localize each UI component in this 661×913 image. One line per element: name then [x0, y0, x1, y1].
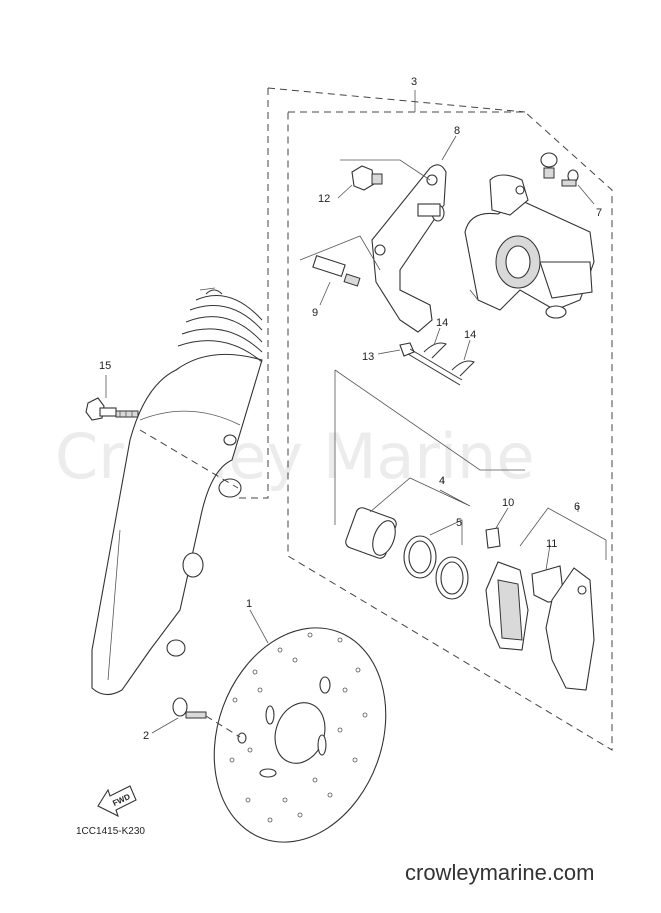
fork-leg	[91, 287, 263, 696]
part-label-7: 7	[596, 207, 602, 219]
pin-13	[377, 342, 463, 386]
clip-14-left	[423, 327, 447, 359]
part-label-9: 9	[312, 307, 318, 319]
bolt-12	[337, 159, 431, 199]
caliper-bracket	[371, 135, 457, 333]
part-label-14a: 14	[436, 317, 448, 329]
bleed-screw	[540, 152, 595, 205]
bolt-2	[151, 697, 241, 738]
diagram-code: 1CC1415-K230	[76, 826, 145, 837]
part-label-13: 13	[362, 351, 374, 363]
part-label-10: 10	[502, 497, 514, 509]
part-label-15: 15	[99, 360, 111, 372]
pistons-and-seals	[334, 369, 525, 600]
clip-14-right	[451, 339, 475, 377]
part-label-12: 12	[318, 193, 330, 205]
bolt-15	[85, 375, 139, 421]
brake-pad-right	[519, 505, 607, 691]
part-label-8: 8	[454, 125, 460, 137]
part-label-11: 11	[546, 538, 557, 550]
brake-disc	[213, 609, 387, 843]
caliper-body	[464, 174, 595, 319]
part-label-14b: 14	[464, 329, 476, 341]
brake-pad-left	[485, 561, 529, 651]
part-label-5: 5	[456, 517, 462, 529]
caliper-assembly-outline	[238, 87, 613, 751]
part-label-4: 4	[439, 475, 445, 487]
fwd-arrow-icon: FWD	[97, 785, 137, 818]
pad-clip-10	[485, 507, 509, 549]
part-label-6: 6	[574, 501, 580, 513]
part-label-1: 1	[246, 598, 252, 610]
website-url: crowleymarine.com	[405, 860, 595, 885]
part-label-2: 2	[143, 730, 149, 742]
part-label-3: 3	[411, 76, 417, 88]
pin-9	[299, 235, 381, 306]
